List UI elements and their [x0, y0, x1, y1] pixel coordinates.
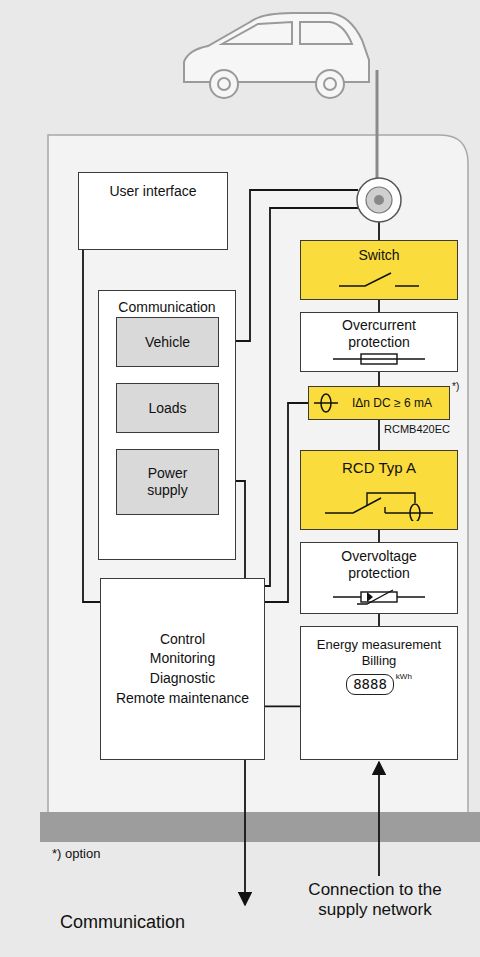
rcm-box: IΔn DC ≥ 6 mA — [308, 386, 450, 420]
node-text: Monitoring — [150, 649, 215, 669]
charging-cable — [376, 70, 379, 178]
node-text: Switch — [358, 247, 399, 264]
node-text: 8888 — [346, 674, 394, 695]
group-box: CommunicationVehicleLoadsPower supply — [98, 290, 236, 560]
note-label: *) — [452, 381, 459, 393]
car-window — [222, 22, 292, 44]
meter-display: 8888kWh — [346, 668, 412, 695]
switch-box: Switch — [300, 240, 458, 300]
car-window — [300, 22, 352, 44]
node-text: Overcurrent protection — [323, 317, 435, 351]
protection-box: Overvoltage protection — [300, 542, 458, 614]
supply-arrow — [378, 762, 380, 876]
node-text: Control — [160, 630, 205, 650]
node-text: User interface — [109, 183, 196, 200]
connector-wire — [378, 530, 380, 542]
node-text: kWh — [396, 672, 412, 682]
socket-switch-wire — [378, 222, 380, 240]
connector-wire — [378, 614, 380, 626]
protection-box: Overcurrent protection — [300, 312, 458, 372]
varistor-symbol — [331, 588, 427, 606]
meter-box: Energy measurementBilling8888kWh — [300, 626, 458, 760]
car-wheel — [316, 70, 344, 98]
module-box: Power supply — [116, 449, 219, 515]
note-label: RCMB420EC — [384, 423, 450, 436]
connector-wire — [378, 300, 380, 312]
ground-band — [40, 812, 480, 842]
node-text: Loads — [148, 400, 186, 417]
node-text: Overvoltage protection — [323, 548, 435, 582]
module-box: Loads — [116, 383, 219, 433]
vehicle-illustration — [184, 13, 369, 98]
car-hub — [218, 78, 230, 90]
rcd-box: RCD Typ A — [300, 450, 458, 530]
fuse-symbol — [331, 352, 427, 366]
node-text: Vehicle — [145, 334, 190, 351]
charging-socket — [357, 178, 401, 222]
node-text: Billing — [362, 653, 397, 669]
node-text: RCD Typ A — [342, 459, 416, 477]
rcd-symbol — [323, 489, 435, 521]
connector-wire — [378, 372, 380, 386]
node-text: Diagnostic — [150, 669, 215, 689]
node-text: Power supply — [133, 465, 203, 499]
module-box: Vehicle — [116, 317, 219, 367]
control-box: ControlMonitoringDiagnosticRemote mainte… — [100, 578, 265, 760]
connector-wire — [265, 706, 300, 708]
node-text: IΔn DC ≥ 6 mA — [352, 396, 432, 410]
rcm-symbol — [313, 391, 339, 415]
car-body — [184, 13, 369, 82]
car-hub — [324, 78, 336, 90]
node-text: Remote maintenance — [116, 689, 249, 709]
connector-wire — [378, 420, 380, 450]
switch-symbol — [337, 269, 421, 291]
ui-box: User interface — [78, 172, 228, 250]
station-housing — [48, 135, 468, 812]
car-wheel — [210, 70, 238, 98]
note-label: Connection to the supply network — [282, 880, 468, 921]
note-label: *) option — [52, 846, 100, 862]
node-text: Communication — [118, 299, 215, 316]
node-text: Energy measurement — [317, 637, 441, 653]
note-label: Communication — [60, 912, 185, 934]
